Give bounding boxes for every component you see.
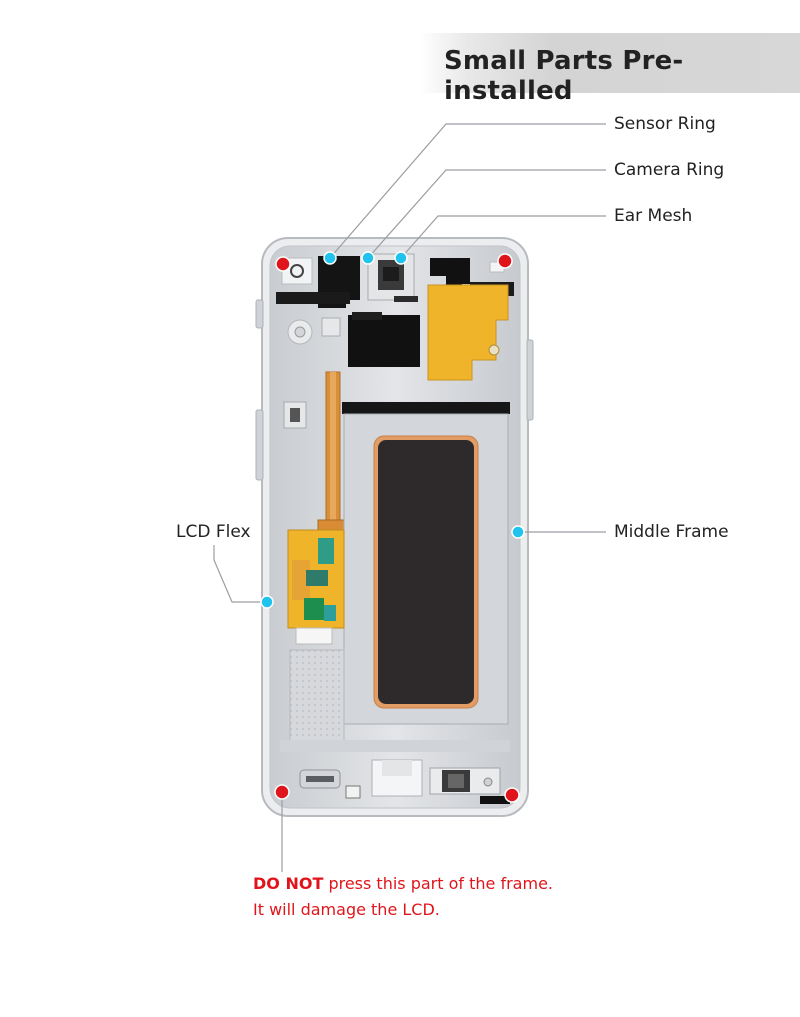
- warning-strong: DO NOT: [253, 874, 324, 893]
- cross-bar: [342, 402, 510, 414]
- callout-dots: [260, 251, 525, 609]
- leader-lines: [213, 123, 606, 872]
- label-camera-ring: Camera Ring: [614, 160, 725, 180]
- title-banner: [420, 33, 800, 93]
- bottom-components: [299, 759, 510, 804]
- label-middle-frame: Middle Frame: [614, 522, 729, 542]
- label-sensor-ring: Sensor Ring: [614, 114, 716, 134]
- warning-dots: [274, 253, 520, 803]
- warning-line-1: DO NOT press this part of the frame.: [253, 874, 553, 893]
- title-text: Small Parts Pre-installed: [444, 46, 684, 106]
- display-window: [343, 413, 509, 725]
- label-lcd-flex: LCD Flex: [176, 522, 251, 542]
- lower-rail: [280, 740, 510, 752]
- lcd-flex-cable: [287, 529, 345, 645]
- internal-shields: [283, 284, 509, 429]
- warning-line-2: It will damage the LCD.: [253, 900, 440, 919]
- warning-line-1-text: press this part of the frame.: [323, 874, 553, 893]
- label-ear-mesh: Ear Mesh: [614, 206, 693, 226]
- frame-mesh: [289, 649, 345, 751]
